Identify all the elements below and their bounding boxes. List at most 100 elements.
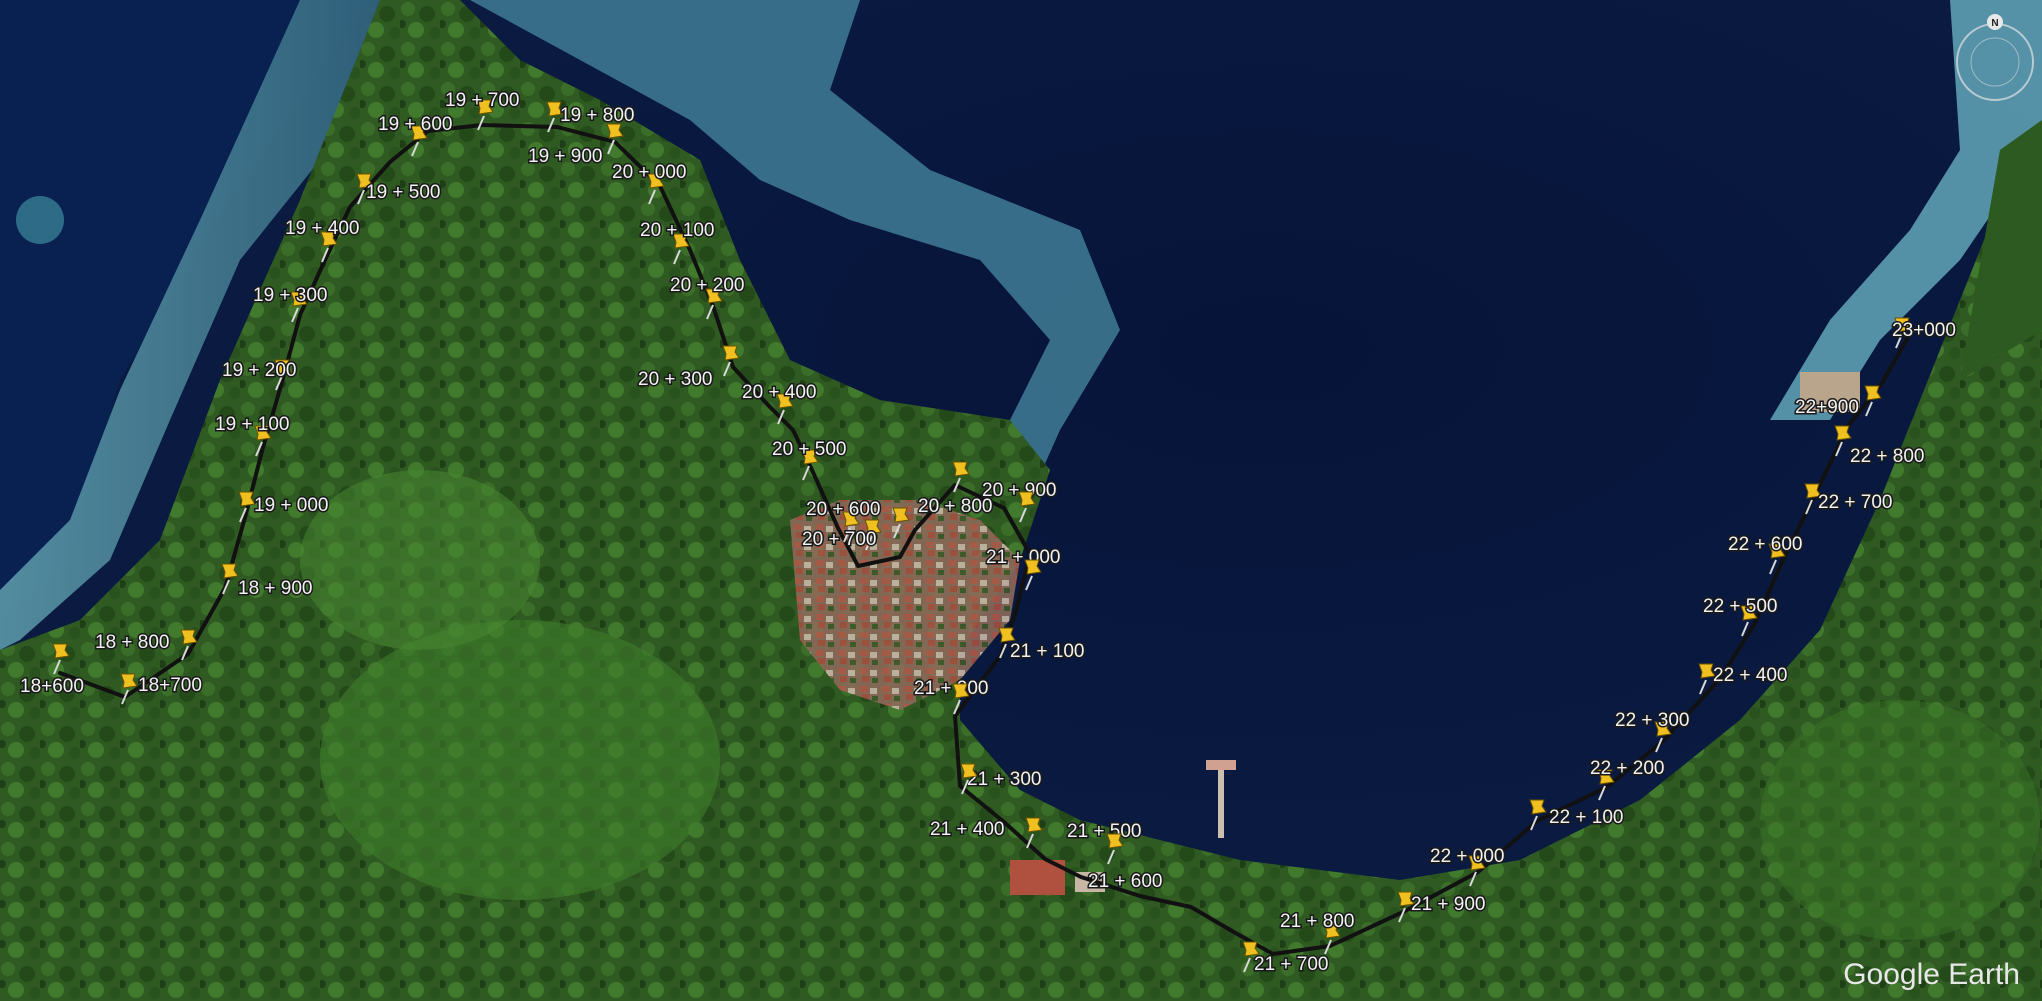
chainage-label: 19 + 500: [366, 182, 441, 203]
chainage-label: 20 + 000: [612, 162, 687, 183]
pushpin-needle: [275, 375, 283, 391]
pushpin-icon[interactable]: [1768, 543, 1786, 575]
pushpin-head: [1397, 891, 1415, 907]
pushpin-icon[interactable]: [892, 507, 910, 539]
chainage-label: 19 + 400: [285, 218, 360, 239]
pushpin-head: [892, 507, 910, 523]
pushpin-icon[interactable]: [1025, 817, 1043, 849]
pushpin-icon[interactable]: [356, 173, 374, 205]
pushpin-icon[interactable]: [238, 491, 256, 523]
pushpin-head: [952, 461, 970, 477]
pushpin-head: [1242, 941, 1260, 957]
pushpin-needle: [121, 689, 129, 705]
pushpin-head: [1468, 855, 1486, 871]
pushpin-head: [1894, 317, 1912, 333]
pushpin-icon[interactable]: [952, 461, 970, 493]
village-area: [790, 500, 1020, 710]
pushpin-needle: [648, 189, 656, 205]
pushpin-needle: [239, 507, 247, 523]
pushpin-head: [647, 173, 665, 189]
pushpin-icon[interactable]: [1242, 941, 1260, 973]
pushpin-icon[interactable]: [960, 763, 978, 795]
pushpin-icon[interactable]: [1654, 721, 1672, 753]
pushpin-needle: [1398, 907, 1406, 923]
pushpin-needle: [1026, 833, 1034, 849]
reef-patch: [16, 196, 64, 244]
pushpin-icon[interactable]: [1864, 385, 1882, 417]
pushpin-icon[interactable]: [476, 99, 494, 131]
pushpin-needle: [1835, 441, 1843, 457]
pier-head: [1206, 760, 1236, 770]
pushpin-head: [1804, 483, 1822, 499]
pushpin-icon[interactable]: [180, 629, 198, 661]
pushpin-head: [705, 288, 723, 304]
pushpin-icon[interactable]: [1740, 605, 1758, 637]
pushpin-icon[interactable]: [606, 123, 624, 155]
pushpin-icon[interactable]: [998, 627, 1016, 659]
pushpin-icon[interactable]: [1698, 663, 1716, 695]
chainage-label: 19 + 600: [378, 114, 453, 135]
pushpin-icon[interactable]: [274, 359, 292, 391]
pushpin-icon[interactable]: [722, 345, 740, 377]
pushpin-icon[interactable]: [705, 288, 723, 320]
pushpin-icon[interactable]: [1024, 559, 1042, 591]
pushpin-head: [952, 683, 970, 699]
chainage-label: 22 + 600: [1728, 534, 1803, 555]
pushpin-icon[interactable]: [120, 673, 138, 705]
pushpin-needle: [843, 527, 851, 543]
pushpin-icon[interactable]: [52, 643, 70, 675]
pushpin-needle: [961, 779, 969, 795]
pushpin-icon[interactable]: [1106, 833, 1124, 865]
pier: [1218, 762, 1224, 838]
chainage-label: 22 + 300: [1615, 710, 1690, 731]
pushpin-icon[interactable]: [776, 393, 794, 425]
pushpin-icon[interactable]: [1529, 799, 1547, 831]
pushpin-needle: [1598, 785, 1606, 801]
chainage-label: 18 + 900: [238, 578, 313, 599]
pushpin-needle: [607, 139, 615, 155]
compass-inner: [1970, 37, 2020, 87]
pushpin-icon[interactable]: [1597, 769, 1615, 801]
pushpin-head: [120, 673, 138, 689]
compass[interactable]: N: [1956, 14, 2034, 101]
pushpin-icon[interactable]: [1323, 923, 1341, 955]
pushpin-icon[interactable]: [546, 101, 564, 133]
pushpin-icon[interactable]: [290, 291, 308, 323]
pushpin-icon[interactable]: [1894, 317, 1912, 349]
pushpin-icon[interactable]: [952, 683, 970, 715]
pushpin-needle: [953, 477, 961, 493]
pushpin-icon[interactable]: [410, 125, 428, 157]
chainage-label: 22 + 100: [1549, 807, 1624, 828]
reef-bay: [470, 0, 1120, 520]
pushpin-icon[interactable]: [221, 563, 239, 595]
pushpin-needle: [1243, 957, 1251, 973]
pushpin-head: [180, 629, 198, 645]
pushpin-head: [52, 643, 70, 659]
chainage-label: 18+700: [138, 675, 202, 696]
pushpin-icon[interactable]: [1018, 491, 1036, 523]
pushpin-needle: [255, 441, 263, 457]
pushpin-icon[interactable]: [1834, 425, 1852, 457]
pushpin-head: [476, 99, 494, 115]
pushpin-head: [722, 345, 740, 361]
pushpin-icon[interactable]: [647, 173, 665, 205]
pushpin-icon[interactable]: [842, 511, 860, 543]
pushpin-icon[interactable]: [864, 519, 882, 551]
pushpin-icon[interactable]: [801, 449, 819, 481]
pushpin-icon[interactable]: [672, 233, 690, 265]
chainage-label: 20 + 800: [918, 496, 993, 517]
pushpin-icon[interactable]: [1468, 855, 1486, 887]
pushpin-head: [1106, 833, 1124, 849]
pushpin-icon[interactable]: [1397, 891, 1415, 923]
chainage-label: 21 + 400: [930, 819, 1005, 840]
pushpin-needle: [321, 247, 329, 263]
chainage-label: 19 + 300: [253, 285, 328, 306]
pushpin-needle: [53, 659, 61, 675]
pushpin-needle: [357, 189, 365, 205]
chainage-label: 20 + 100: [640, 220, 715, 241]
pushpin-icon[interactable]: [1804, 483, 1822, 515]
pushpin-icon[interactable]: [320, 231, 338, 263]
pushpin-head: [320, 231, 338, 247]
pushpin-icon[interactable]: [254, 425, 272, 457]
